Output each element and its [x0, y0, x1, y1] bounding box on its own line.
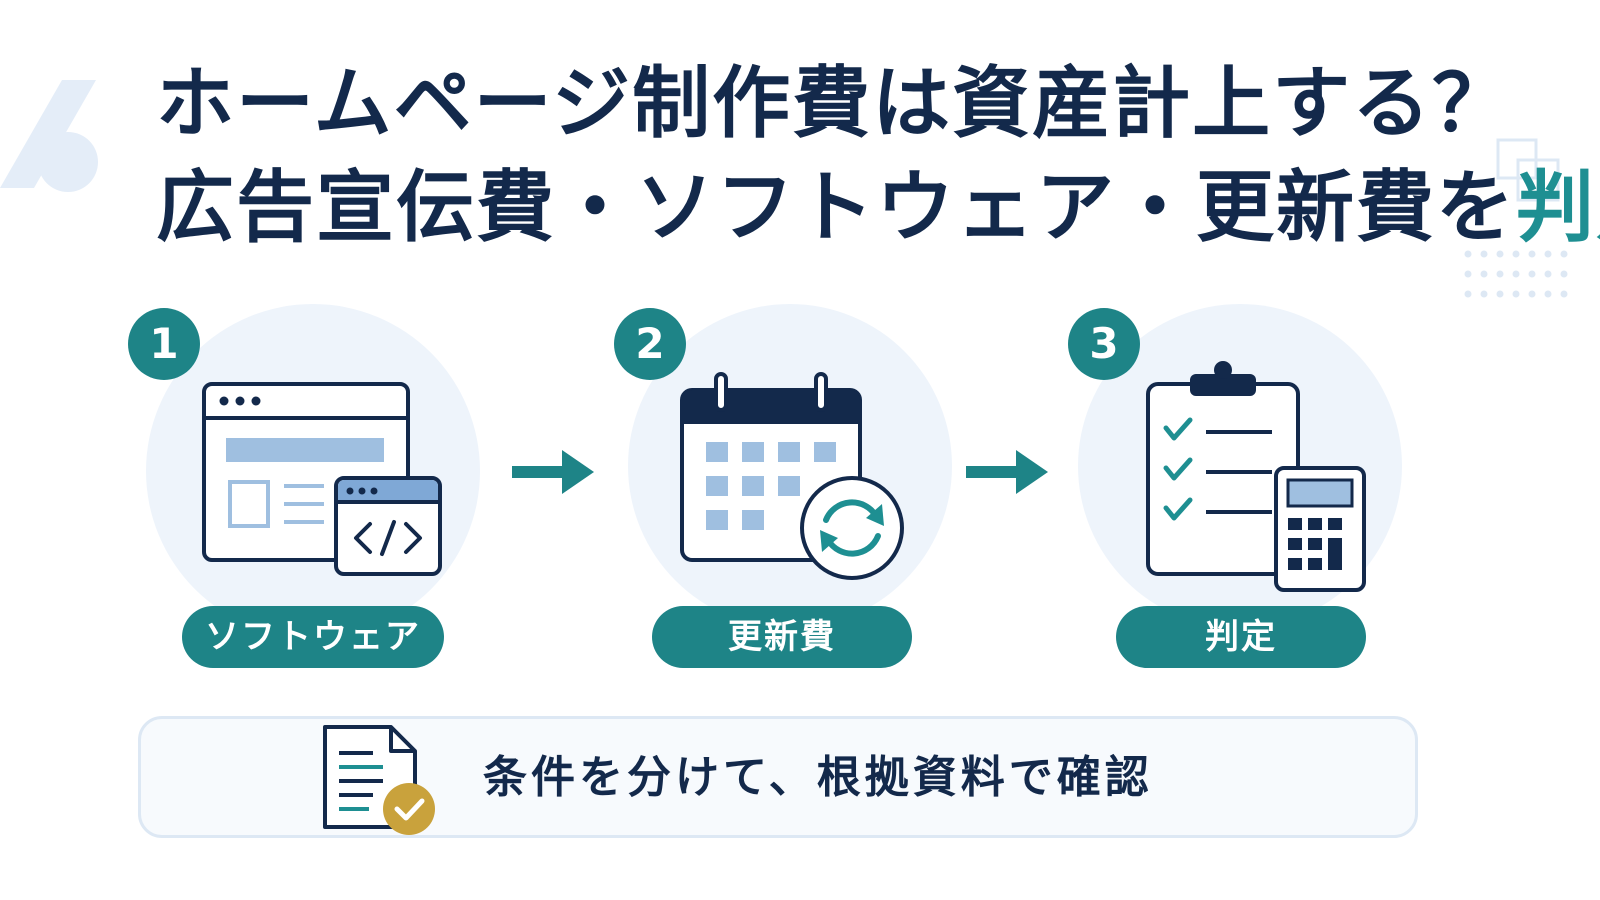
step-3: 3 判定 [1068, 304, 1408, 670]
document-check-icon [323, 725, 435, 835]
web-code-icon [202, 382, 442, 576]
step-2: 2 更新費 [614, 304, 954, 670]
title-line-1: ホームページ制作費は資産計上する？ [156, 59, 1513, 149]
arrow-right-icon [966, 450, 1048, 494]
step-1-badge: 1 [128, 308, 200, 380]
checklist-calculator-icon [1146, 361, 1366, 592]
squares-decoration [1496, 138, 1560, 202]
title-line-2-main: 広告宣伝費・ソフトウェア・更新費を [156, 163, 1517, 253]
arrow-right-icon [512, 450, 594, 494]
step-2-label: 更新費 [652, 606, 912, 668]
note-text: 条件を分けて、根拠資料で確認 [483, 752, 1153, 803]
step-1: 1 ソフトウェア [128, 304, 480, 670]
step-1-label: ソフトウェア [182, 606, 444, 668]
title-line-2: 広告宣伝費・ソフトウェア・更新費を判定 [156, 156, 1600, 260]
note-box: 条件を分けて、根拠資料で確認 [138, 716, 1418, 838]
title-line-2-accent: 判定 [1516, 163, 1600, 253]
step-3-badge: 3 [1068, 308, 1140, 380]
step-3-label: 判定 [1116, 606, 1366, 668]
calendar-refresh-icon [680, 372, 904, 580]
dots-decoration [1464, 250, 1568, 298]
step-2-badge: 2 [614, 308, 686, 380]
slash-circle-decoration [0, 80, 98, 192]
page-title: ホームページ制作費は資産計上する？ 広告宣伝費・ソフトウェア・更新費を判定 [156, 52, 1600, 260]
